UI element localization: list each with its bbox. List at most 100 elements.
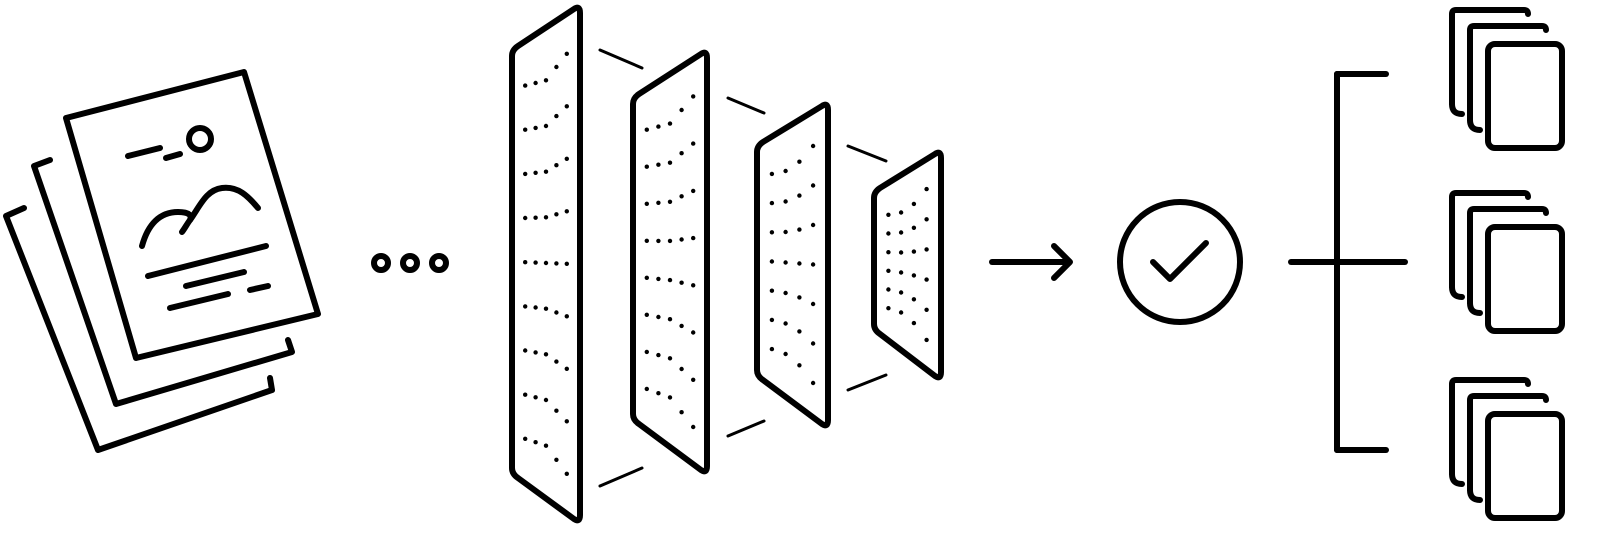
network-layers: [509, 4, 944, 524]
neuron-dot: [769, 200, 775, 206]
layer-panel-icon: [509, 4, 583, 524]
neuron-dot: [810, 143, 816, 149]
neuron-dot: [924, 277, 929, 282]
neuron-dot: [691, 188, 696, 194]
neuron-dot: [523, 171, 528, 177]
neuron-dot: [783, 199, 788, 204]
neuron-dot: [564, 419, 569, 424]
neuron-dot: [656, 352, 661, 358]
neuron-dot: [783, 351, 788, 357]
neuron-dot: [667, 238, 673, 244]
neuron-dot: [564, 51, 569, 56]
neuron-dot: [533, 170, 538, 175]
neuron-dot: [769, 230, 775, 235]
neuron-dot: [886, 287, 891, 292]
neuron-dot: [543, 352, 549, 357]
neuron-dot: [667, 356, 673, 361]
neuron-dot: [554, 310, 559, 315]
neuron-dot: [810, 183, 816, 188]
neuron-dot: [564, 209, 569, 214]
neuron-dot: [667, 160, 673, 165]
neuron-dot: [543, 123, 549, 129]
neuron-dot: [644, 127, 649, 132]
neuron-dot: [533, 440, 538, 445]
neuron-dot: [543, 443, 549, 448]
neuron-dot: [691, 283, 696, 288]
neuron-dot: [691, 377, 696, 382]
neuron-dot: [667, 395, 673, 400]
neuron-dot: [644, 164, 649, 169]
neuron-dot: [533, 215, 538, 220]
neuron-dot: [667, 121, 673, 126]
neuron-dot: [886, 231, 891, 236]
neuron-dot: [533, 350, 538, 355]
neuron-dot: [533, 125, 538, 131]
neuron-dot: [691, 141, 696, 146]
ellipsis-icon: [371, 253, 449, 273]
neuron-dot: [810, 262, 816, 267]
neuron-dot: [924, 307, 929, 312]
neuron-dot: [523, 304, 528, 309]
neuron-dot: [911, 225, 917, 230]
neuron-dot: [691, 424, 696, 430]
neuron-dot: [554, 408, 559, 413]
network-layer-2: [630, 49, 710, 475]
neuron-dot: [523, 127, 528, 132]
neuron-dot: [644, 349, 649, 355]
neuron-dot: [564, 471, 569, 476]
neuron-dot: [679, 280, 684, 285]
neuron-dot: [656, 238, 661, 244]
neuron-dot: [656, 276, 661, 282]
neuron-dot: [898, 310, 904, 315]
network-layer-4: [871, 149, 944, 381]
neuron-dot: [554, 261, 559, 266]
neuron-dot: [783, 168, 788, 174]
neuron-dot: [886, 212, 891, 217]
neuron-dot: [797, 261, 802, 266]
check-circle-icon: [1117, 199, 1243, 325]
neuron-dot: [543, 215, 549, 220]
neuron-dot: [543, 260, 549, 266]
neuron-dot: [644, 275, 649, 280]
output-card-stacks: [1449, 7, 1565, 521]
neuron-dot: [554, 212, 559, 217]
neuron-dot: [911, 297, 917, 302]
neuron-dot: [523, 392, 528, 397]
neuron-dot: [691, 235, 696, 241]
neuron-dot: [543, 306, 549, 311]
neuron-dot: [924, 217, 929, 222]
neuron-dot: [543, 397, 549, 403]
neuron-dot: [783, 229, 788, 235]
neuron-dot: [656, 124, 661, 129]
neuron-dot: [656, 200, 661, 205]
neuron-dot: [797, 227, 802, 232]
neuron-dot: [679, 410, 684, 415]
neuron-dot: [523, 436, 528, 441]
network-layer-3: [754, 101, 831, 429]
layer-connectors: [598, 48, 888, 488]
bracket-branch-icon: [1288, 71, 1408, 453]
card-stack-icon: [1449, 190, 1565, 334]
neuron-dot: [523, 260, 528, 265]
neuron-dot: [543, 169, 549, 174]
neuron-dot: [769, 259, 775, 264]
neuron-dot: [564, 156, 569, 161]
layer-panel-icon: [630, 49, 710, 475]
neuron-dot: [656, 162, 661, 167]
neuron-dot: [769, 317, 775, 323]
neuron-dot: [691, 330, 696, 335]
neuron-dot: [797, 159, 802, 164]
neuron-dot: [523, 348, 528, 353]
neuron-dot: [898, 290, 904, 295]
neuron-dot: [644, 386, 649, 392]
neuron-dot: [769, 288, 775, 293]
neuron-dot: [924, 186, 929, 192]
neuron-dot: [533, 305, 538, 310]
neuron-dot: [523, 83, 528, 88]
neuron-dot: [543, 78, 549, 83]
neuron-dot: [644, 238, 649, 243]
neuron-dot: [554, 113, 559, 119]
neuron-dot: [644, 312, 649, 317]
neuron-dot: [679, 323, 684, 329]
